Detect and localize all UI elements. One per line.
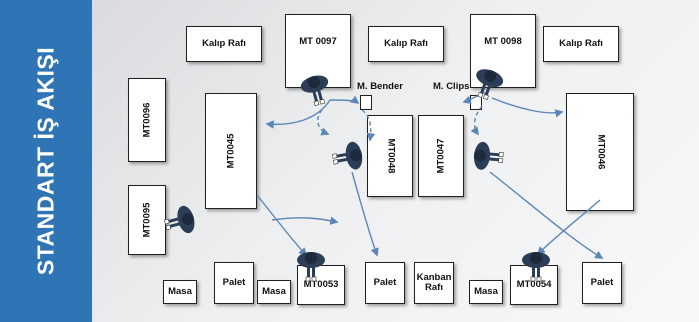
layout-canvas: Kalıp Rafı MT 0097 Kalıp Rafı MT 0098 Ka… xyxy=(92,0,699,322)
pallet-2: Palet xyxy=(365,262,405,304)
pallet-3: Palet xyxy=(582,262,622,304)
flow-arrow xyxy=(317,109,330,136)
flow-arrow xyxy=(536,199,601,256)
flow-arrow xyxy=(470,105,483,136)
pallet-2-label: Palet xyxy=(373,277,397,289)
flow-arrow xyxy=(271,216,339,225)
flow-arrow xyxy=(329,95,360,105)
operator-figure-icon xyxy=(330,139,365,174)
machine-mt0098-label: MT 0098 xyxy=(484,36,522,47)
mold-rack-1-label: Kalıp Rafı xyxy=(202,38,246,50)
flow-arrow xyxy=(491,97,564,118)
pallet-1-label: Palet xyxy=(222,277,246,289)
kanban-rack-label-line1: Kanban xyxy=(416,272,452,284)
operator-figure-icon xyxy=(296,251,326,282)
table-3-label: Masa xyxy=(474,286,498,298)
machine-mt0053: MT0053 xyxy=(297,265,345,305)
table-1: Masa xyxy=(163,280,197,304)
flow-overlay xyxy=(161,65,604,282)
flow-arrow xyxy=(462,91,488,104)
machine-mt0054-label: MT0054 xyxy=(516,279,552,291)
machine-mt0048: MT0048 xyxy=(367,115,413,197)
mold-rack-3: Kalıp Rafı xyxy=(543,26,619,62)
mold-rack-2: Kalıp Rafı xyxy=(368,26,444,62)
m-clips-label: M. Clips xyxy=(433,81,470,92)
pallet-1: Palet xyxy=(214,262,254,304)
diagram-title: STANDART İŞ AKIŞI xyxy=(32,46,59,276)
table-1-label: Masa xyxy=(168,286,192,298)
operator-figure-icon xyxy=(161,203,198,239)
flow-arrow xyxy=(351,171,379,257)
machine-mt0045: MT0045 xyxy=(205,93,257,209)
sidebar: STANDART İŞ AKIŞI xyxy=(0,0,92,322)
machine-mt0053-label: MT0053 xyxy=(303,279,339,291)
pallet-3-label: Palet xyxy=(590,277,614,289)
m-bender-box xyxy=(360,95,372,110)
machine-mt0096: MT0096 xyxy=(128,78,166,162)
flow-arrow xyxy=(256,194,308,257)
operator-figure-icon xyxy=(472,140,505,173)
mold-rack-3-label: Kalıp Rafı xyxy=(559,38,603,50)
mold-rack-2-label: Kalıp Rafı xyxy=(384,38,428,50)
machine-mt0097-label: MT 0097 xyxy=(299,36,337,47)
kanban-rack: Kanban Rafı xyxy=(414,262,454,304)
table-2-label: Masa xyxy=(262,286,286,298)
machine-mt0046: MT0046 xyxy=(566,93,634,211)
flow-arrow xyxy=(489,171,604,259)
table-2: Masa xyxy=(257,280,291,304)
flow-arrow xyxy=(265,99,331,129)
mold-rack-1: Kalıp Rafı xyxy=(186,26,262,62)
m-bender-label: M. Bender xyxy=(357,81,403,92)
operator-figure-icon xyxy=(521,251,551,282)
table-3: Masa xyxy=(469,280,503,304)
machine-mt0047: MT0047 xyxy=(418,115,464,197)
flow-arrow xyxy=(361,109,376,142)
kanban-rack-label-line2: Rafı xyxy=(425,282,443,293)
